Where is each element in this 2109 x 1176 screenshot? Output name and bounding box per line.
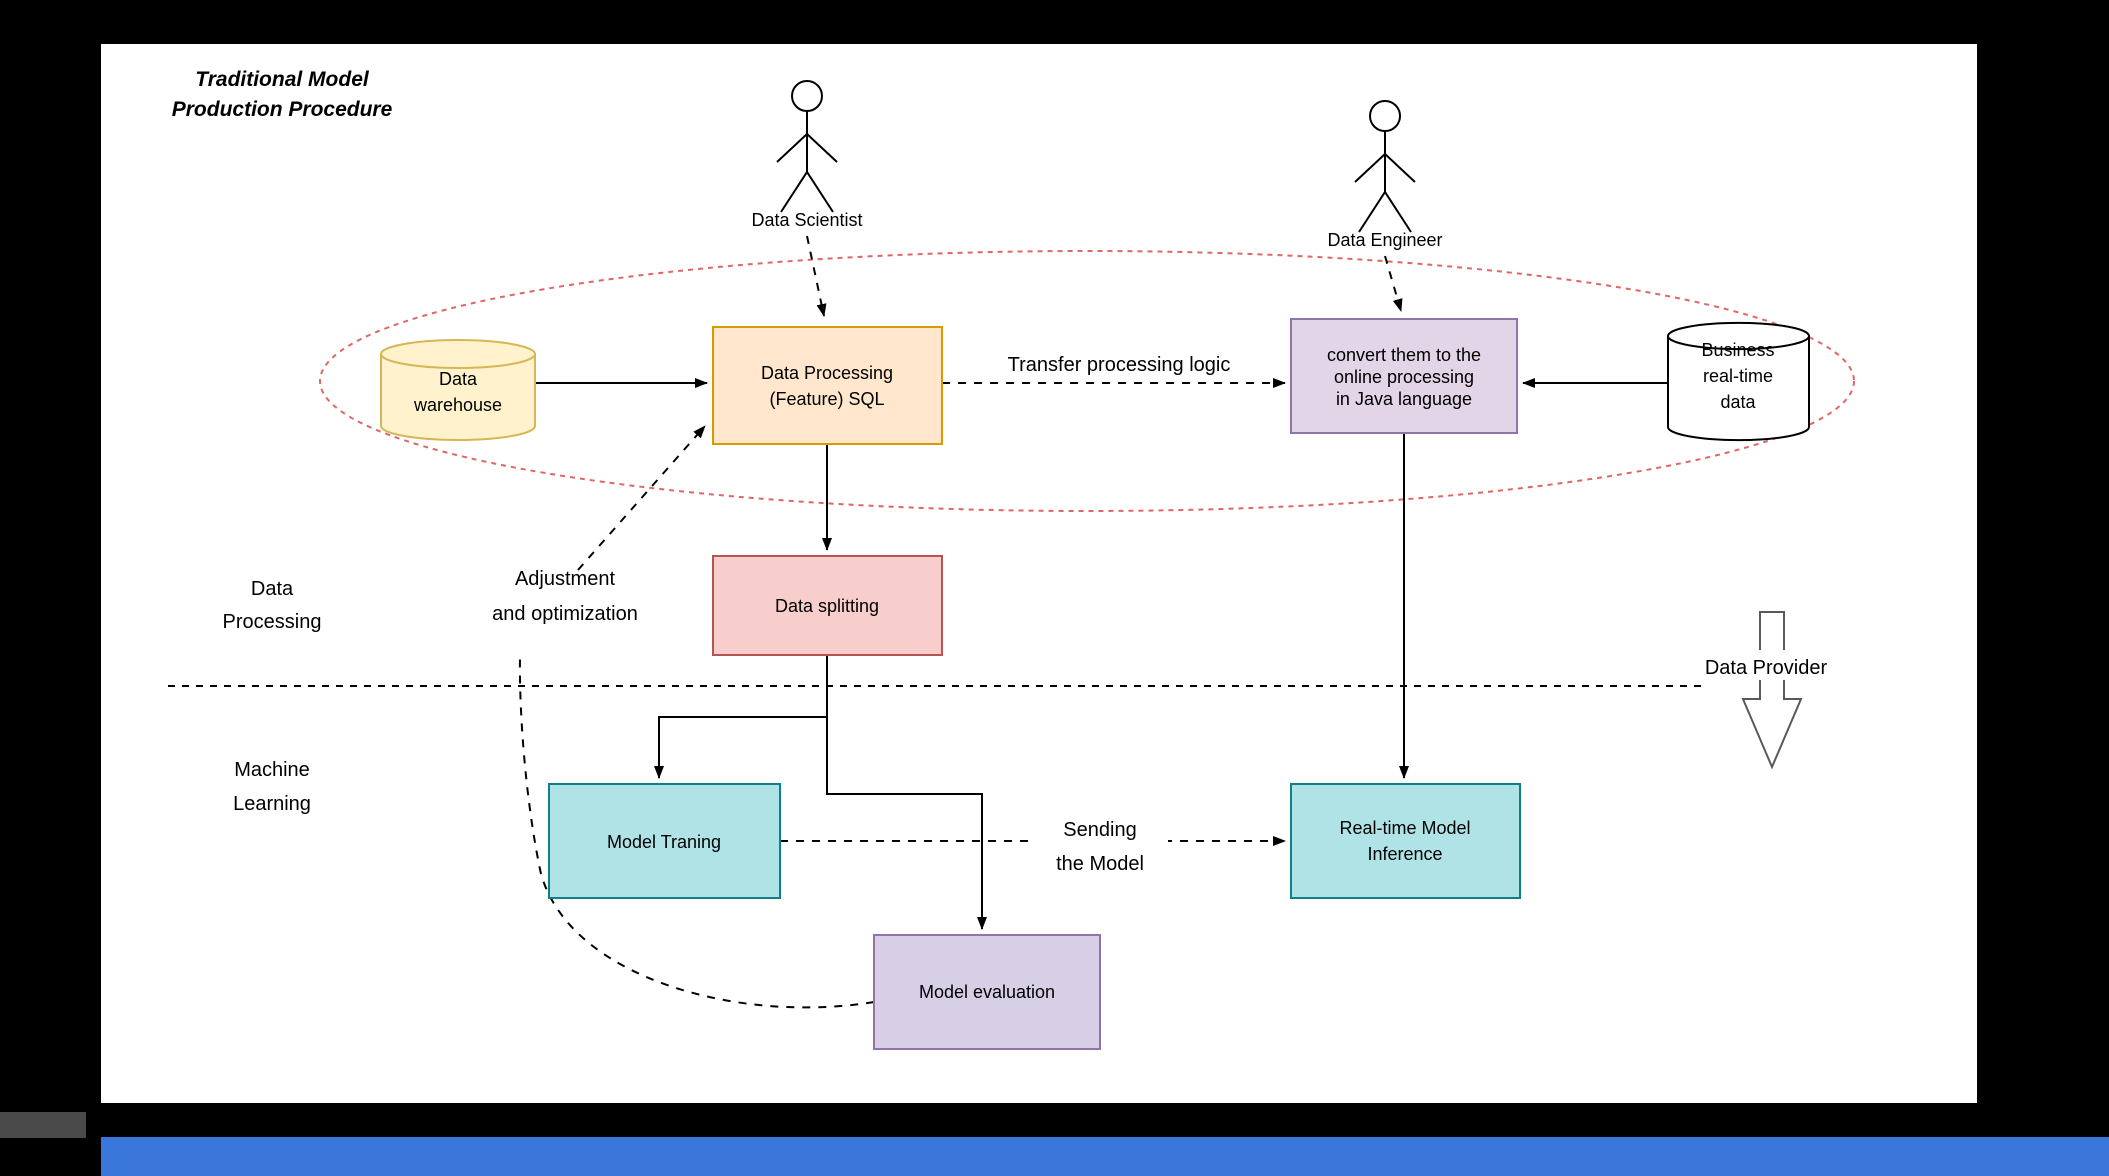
sending-model-label-line1: Sending	[1063, 819, 1136, 841]
data-processing-phase-label-line2: Processing	[223, 611, 322, 633]
actor-scientist-arms	[776, 132, 838, 163]
actor-scientist-label: Data Scientist	[751, 210, 862, 230]
diagram-title-line1: Traditional Model	[195, 68, 370, 91]
model-evaluation-box	[873, 934, 1101, 1050]
data-processing-phase-label-line1: Data	[251, 578, 294, 600]
adjustment-label-line2: and optimization	[492, 603, 638, 625]
diagram-svg: Data warehouse Data Processing (Feature)…	[168, 68, 1855, 1050]
actor-engineer-head	[1369, 100, 1401, 132]
node-convert-java: convert them to the online processing in…	[1290, 318, 1518, 434]
actor-scientist-head	[791, 80, 823, 112]
data-warehouse-label-line2: warehouse	[413, 395, 502, 415]
realtime-inference-label-line2: Inference	[1367, 844, 1442, 864]
business-data-label-line3: data	[1720, 392, 1756, 412]
actor-data-engineer	[1354, 100, 1416, 233]
node-data-splitting: Data splitting	[712, 555, 943, 656]
arrow-engineer-to-convert	[1384, 255, 1403, 312]
business-data-cylinder-top-edge	[1667, 335, 1810, 351]
node-model-training: Model Traning	[548, 783, 781, 899]
data-processing-box	[712, 326, 943, 445]
data-provider-down-arrow-icon	[1741, 611, 1803, 770]
realtime-inference-box	[1290, 783, 1521, 899]
arrow-scientist-to-processing	[806, 235, 827, 317]
adjustment-label-line1: Adjustment	[515, 568, 615, 590]
data-splitting-label: Data splitting	[775, 596, 879, 616]
node-data-processing-sql: Data Processing (Feature) SQL	[712, 326, 943, 445]
actor-scientist-legs	[780, 170, 834, 213]
data-processing-label-line2: (Feature) SQL	[769, 389, 884, 409]
path-splitting-to-evaluation	[826, 655, 987, 930]
arrow-adjustment-to-processing	[577, 425, 706, 571]
path-splitting-to-training	[654, 716, 827, 779]
machine-learning-phase-label-line2: Learning	[233, 793, 311, 815]
bottom-window-bar	[101, 1137, 2109, 1176]
data-provider-label: Data Provider	[1705, 657, 1828, 679]
data-provider-scope-ellipse	[319, 250, 1855, 512]
model-training-box	[548, 783, 781, 899]
node-data-warehouse: Data warehouse	[380, 339, 536, 441]
node-business-realtime-data: Business real-time data	[1667, 321, 1810, 442]
actor-engineer-label: Data Engineer	[1327, 230, 1442, 250]
business-data-label-line2: real-time	[1703, 366, 1773, 386]
bottom-left-strip	[0, 1112, 86, 1138]
data-splitting-box	[712, 555, 943, 656]
sending-label-bg	[1034, 817, 1168, 877]
model-training-label: Model Traning	[607, 832, 721, 852]
realtime-inference-label-line1: Real-time Model	[1339, 818, 1470, 838]
convert-java-label-line1: convert them to the	[1327, 345, 1481, 365]
data-warehouse-label-line1: Data	[439, 369, 478, 389]
sending-model-label-line2: the Model	[1056, 853, 1144, 875]
curve-evaluation-to-adjustment	[518, 655, 875, 1009]
convert-java-label-line3: in Java language	[1336, 389, 1472, 409]
data-warehouse-cylinder	[380, 339, 536, 441]
actor-engineer-arms	[1354, 152, 1416, 183]
provider-label-bg	[1687, 650, 1845, 680]
business-data-label-line1: Business	[1701, 340, 1774, 360]
convert-java-label-line2: online processing	[1334, 367, 1474, 387]
node-realtime-inference: Real-time Model Inference	[1290, 783, 1521, 899]
actor-data-scientist	[776, 80, 838, 213]
node-model-evaluation: Model evaluation	[873, 934, 1101, 1050]
convert-java-box	[1290, 318, 1518, 434]
model-evaluation-label: Model evaluation	[919, 982, 1055, 1002]
data-processing-label-line1: Data Processing	[761, 363, 893, 383]
transfer-logic-label: Transfer processing logic	[1008, 354, 1231, 376]
machine-learning-phase-label-line1: Machine	[234, 759, 310, 781]
data-warehouse-cylinder-top-edge	[380, 353, 536, 369]
diagram-title-line2: Production Procedure	[172, 98, 393, 121]
business-data-cylinder	[1667, 321, 1810, 442]
diagram-canvas: Data warehouse Data Processing (Feature)…	[101, 44, 1977, 1103]
actor-engineer-legs	[1358, 190, 1412, 233]
